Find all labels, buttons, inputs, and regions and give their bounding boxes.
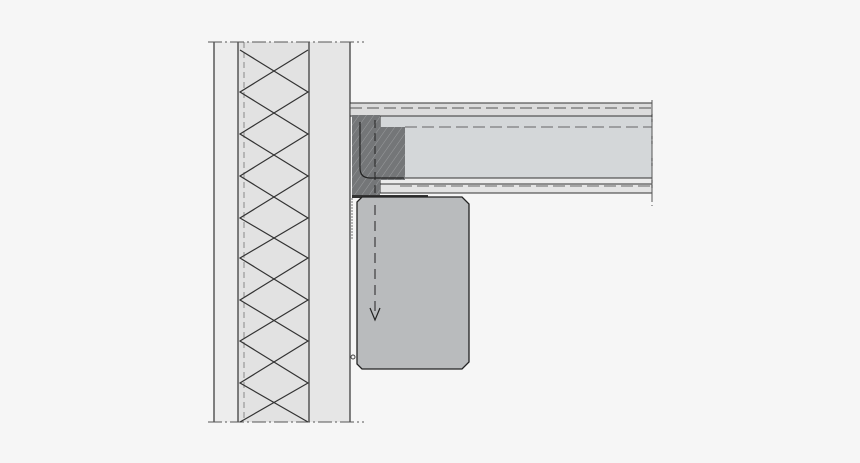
bracket-box bbox=[350, 196, 470, 370]
arrow-down-icon bbox=[369, 307, 381, 322]
floor-slab bbox=[349, 100, 653, 206]
hatched-joint bbox=[351, 115, 428, 240]
wall-section bbox=[208, 41, 364, 423]
